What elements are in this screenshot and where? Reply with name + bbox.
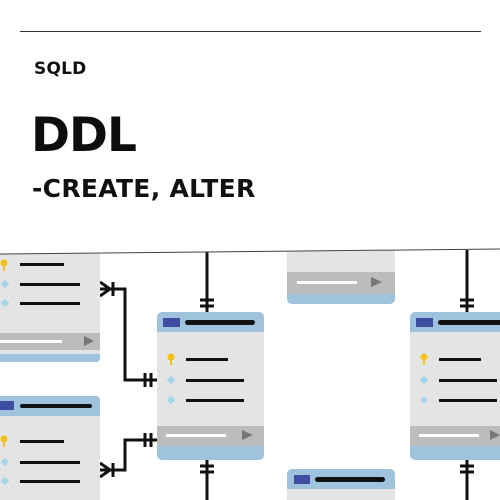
table-title-block bbox=[294, 475, 310, 484]
diamond-icon bbox=[419, 395, 429, 405]
table-title-block bbox=[163, 318, 180, 327]
relation-line bbox=[100, 438, 157, 472]
table-card bbox=[0, 396, 100, 500]
crows-foot-marker bbox=[99, 461, 113, 479]
table-title-block bbox=[416, 318, 433, 327]
diamond-icon bbox=[419, 375, 429, 385]
page-subtitle: -CREATE, ALTER bbox=[32, 174, 256, 203]
key-icon bbox=[420, 353, 428, 361]
diamond-icon bbox=[166, 395, 176, 405]
relationship-markers bbox=[99, 280, 474, 479]
relation-line bbox=[100, 287, 157, 382]
play-icon bbox=[371, 277, 382, 287]
category-label: SQLD bbox=[34, 59, 87, 79]
table-card bbox=[287, 249, 395, 304]
crows-foot-marker bbox=[99, 280, 113, 298]
page-title: DDL bbox=[31, 108, 137, 163]
diamond-icon bbox=[166, 375, 176, 385]
table-card bbox=[0, 249, 100, 362]
diamond-icon bbox=[0, 298, 10, 308]
diamond-icon bbox=[0, 279, 10, 289]
table-card bbox=[287, 469, 395, 500]
table-card bbox=[410, 312, 500, 460]
key-icon bbox=[0, 435, 8, 443]
table-title-block bbox=[0, 401, 14, 410]
play-icon bbox=[84, 336, 94, 346]
key-icon bbox=[167, 353, 175, 361]
key-icon bbox=[0, 259, 8, 267]
diamond-icon bbox=[0, 457, 10, 467]
table-card bbox=[157, 312, 264, 460]
top-rule bbox=[20, 31, 481, 32]
play-icon bbox=[242, 430, 253, 440]
play-icon bbox=[490, 430, 500, 440]
diagonal-divider bbox=[0, 248, 500, 255]
diamond-icon bbox=[0, 476, 10, 486]
